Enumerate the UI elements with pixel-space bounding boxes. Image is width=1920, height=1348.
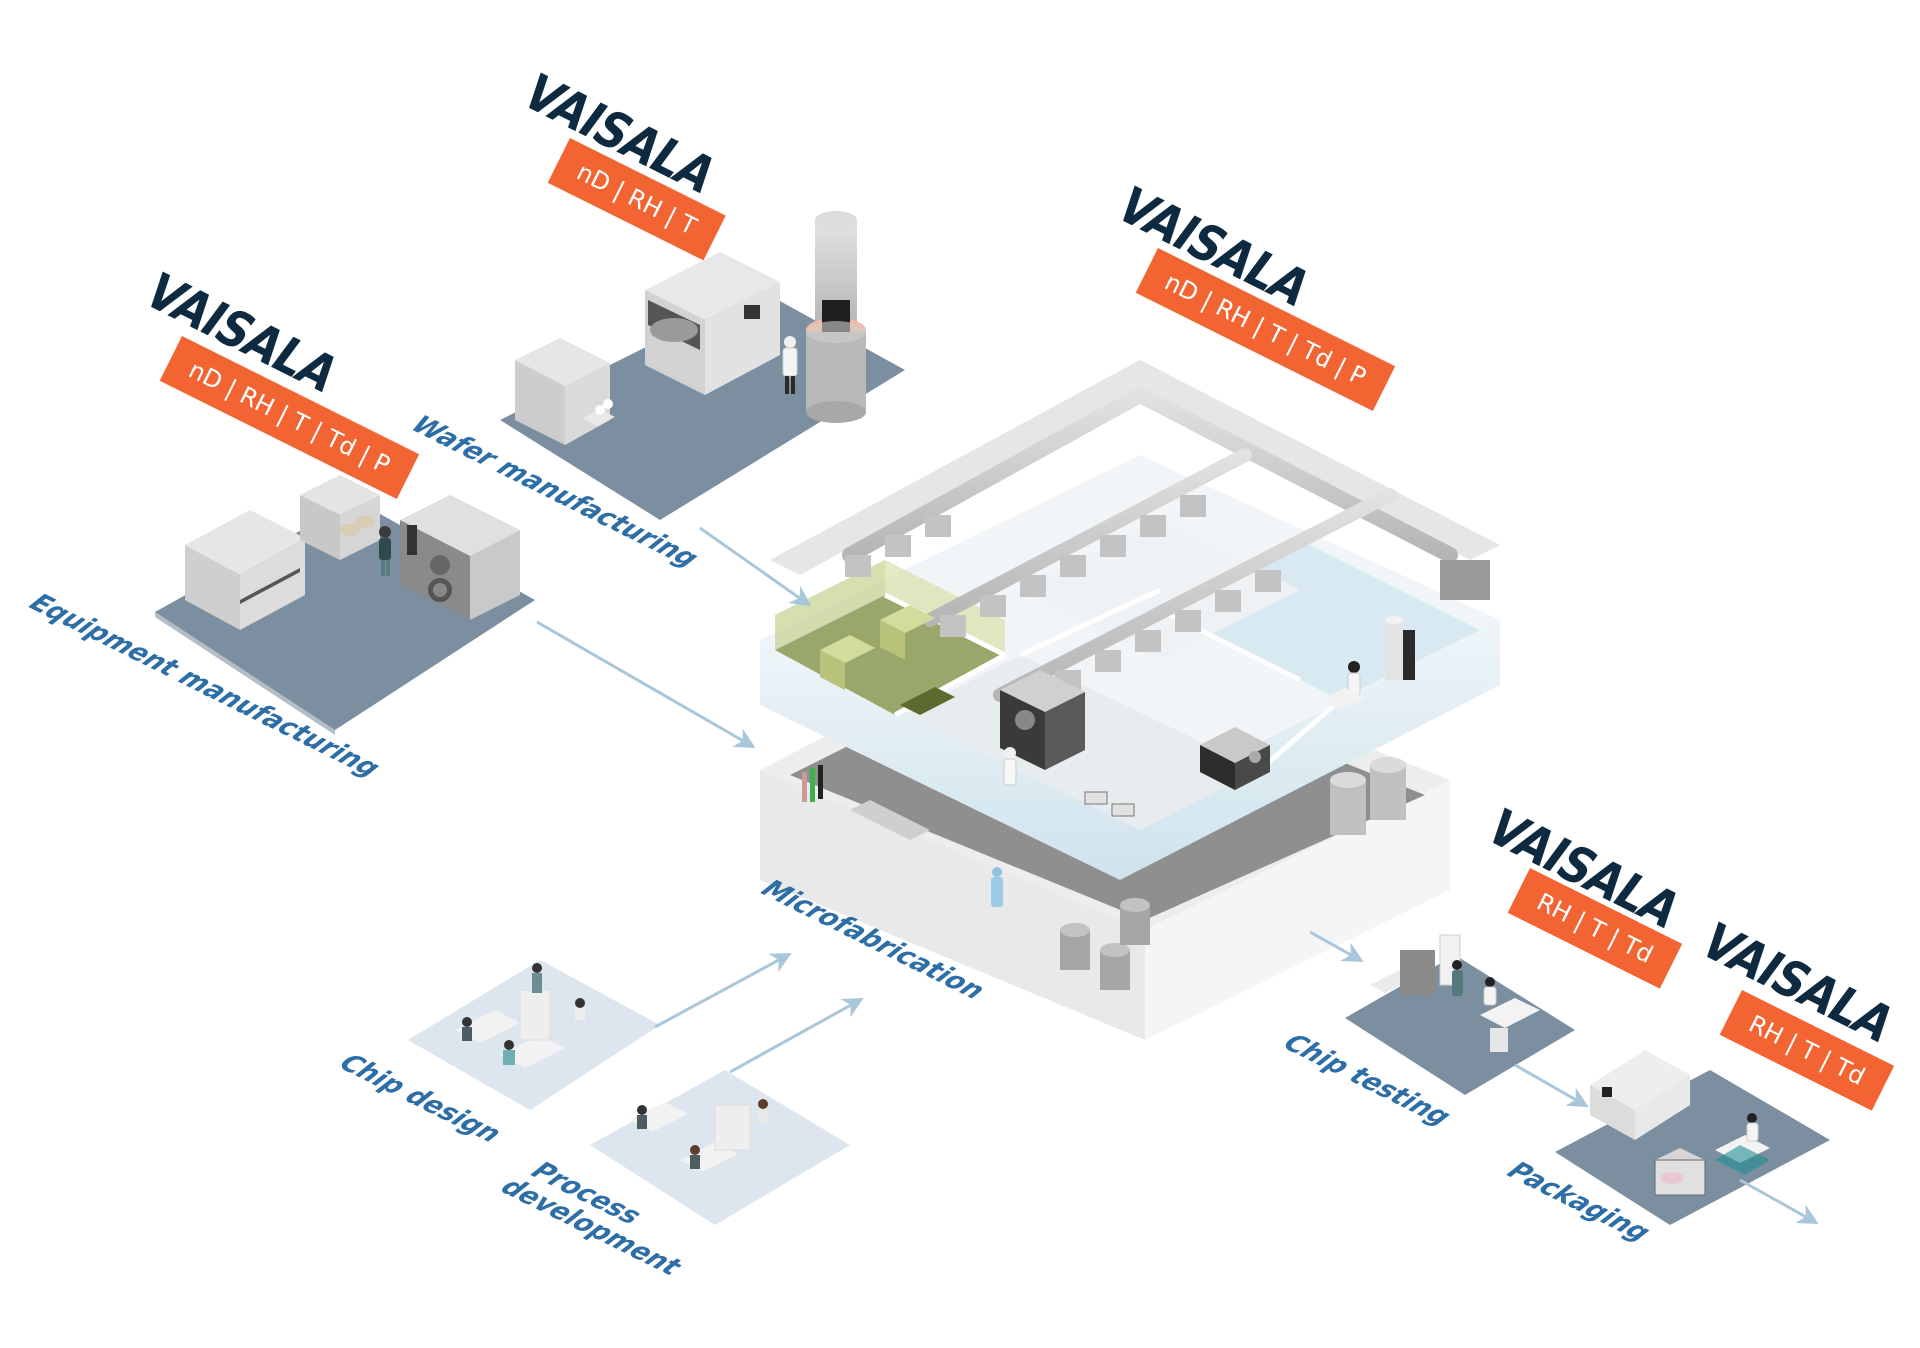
air-duct-icon bbox=[842, 387, 1458, 702]
cleanroom-worker-icon bbox=[991, 867, 1003, 907]
packaging-floor bbox=[1555, 1070, 1830, 1225]
chemical-tank-icon bbox=[1060, 757, 1406, 990]
workstations-icon bbox=[455, 963, 585, 1068]
fume-hood-yellow-icon bbox=[820, 605, 955, 715]
wafer-manufacturing-station bbox=[500, 211, 905, 520]
lithography-tool-icon bbox=[1000, 670, 1085, 770]
environmental-chamber-icon bbox=[400, 495, 520, 620]
chip-testing-station bbox=[1345, 934, 1575, 1095]
crystal-furnace-icon bbox=[806, 211, 866, 423]
arrow-microfab-to-testing bbox=[1309, 930, 1364, 963]
wet-bench-icon bbox=[1200, 727, 1270, 790]
chip-design-station bbox=[408, 960, 660, 1110]
engineer-figure-icon bbox=[1452, 960, 1497, 1006]
wafer-spin-coater-icon bbox=[645, 252, 780, 395]
glass-wall-left bbox=[760, 640, 1120, 880]
arrow-processdev-to-microfab bbox=[729, 997, 864, 1074]
technician-figure-icon bbox=[379, 526, 391, 576]
packaging-station bbox=[1555, 1050, 1830, 1225]
lab-technician-icon bbox=[1320, 661, 1365, 710]
equipment-manufacturing-station bbox=[155, 475, 535, 735]
arrow-equipment-to-microfab bbox=[536, 620, 756, 749]
process-development-station bbox=[590, 1070, 850, 1225]
arrow-packaging-output bbox=[1739, 1178, 1819, 1225]
workstations-icon bbox=[630, 1099, 768, 1172]
wafer-processing-tool-icon bbox=[515, 338, 615, 445]
arrow-testing-to-packaging bbox=[1514, 1063, 1589, 1108]
arrow-wafer-to-microfab bbox=[699, 526, 812, 607]
subfab-cabinets-icon bbox=[850, 800, 930, 840]
electron-microscope-icon bbox=[1385, 616, 1415, 680]
operator-figure-icon bbox=[1003, 747, 1017, 786]
packaging-machine-icon bbox=[1590, 1050, 1770, 1196]
arrow-chipdesign-to-microfab bbox=[654, 953, 792, 1029]
scientist-figure-icon bbox=[782, 336, 798, 394]
packaging-technician-icon bbox=[1746, 1113, 1759, 1142]
carts-icon bbox=[1084, 791, 1135, 817]
flow-arrows bbox=[536, 526, 1819, 1225]
glass-wall-right bbox=[1120, 620, 1500, 880]
gas-cylinders-icon bbox=[802, 765, 823, 802]
storage-shelf-icon bbox=[300, 475, 380, 560]
wafer-floor bbox=[500, 290, 905, 520]
microfabrication-building bbox=[760, 360, 1500, 1040]
fume-hood-icon bbox=[185, 510, 305, 630]
